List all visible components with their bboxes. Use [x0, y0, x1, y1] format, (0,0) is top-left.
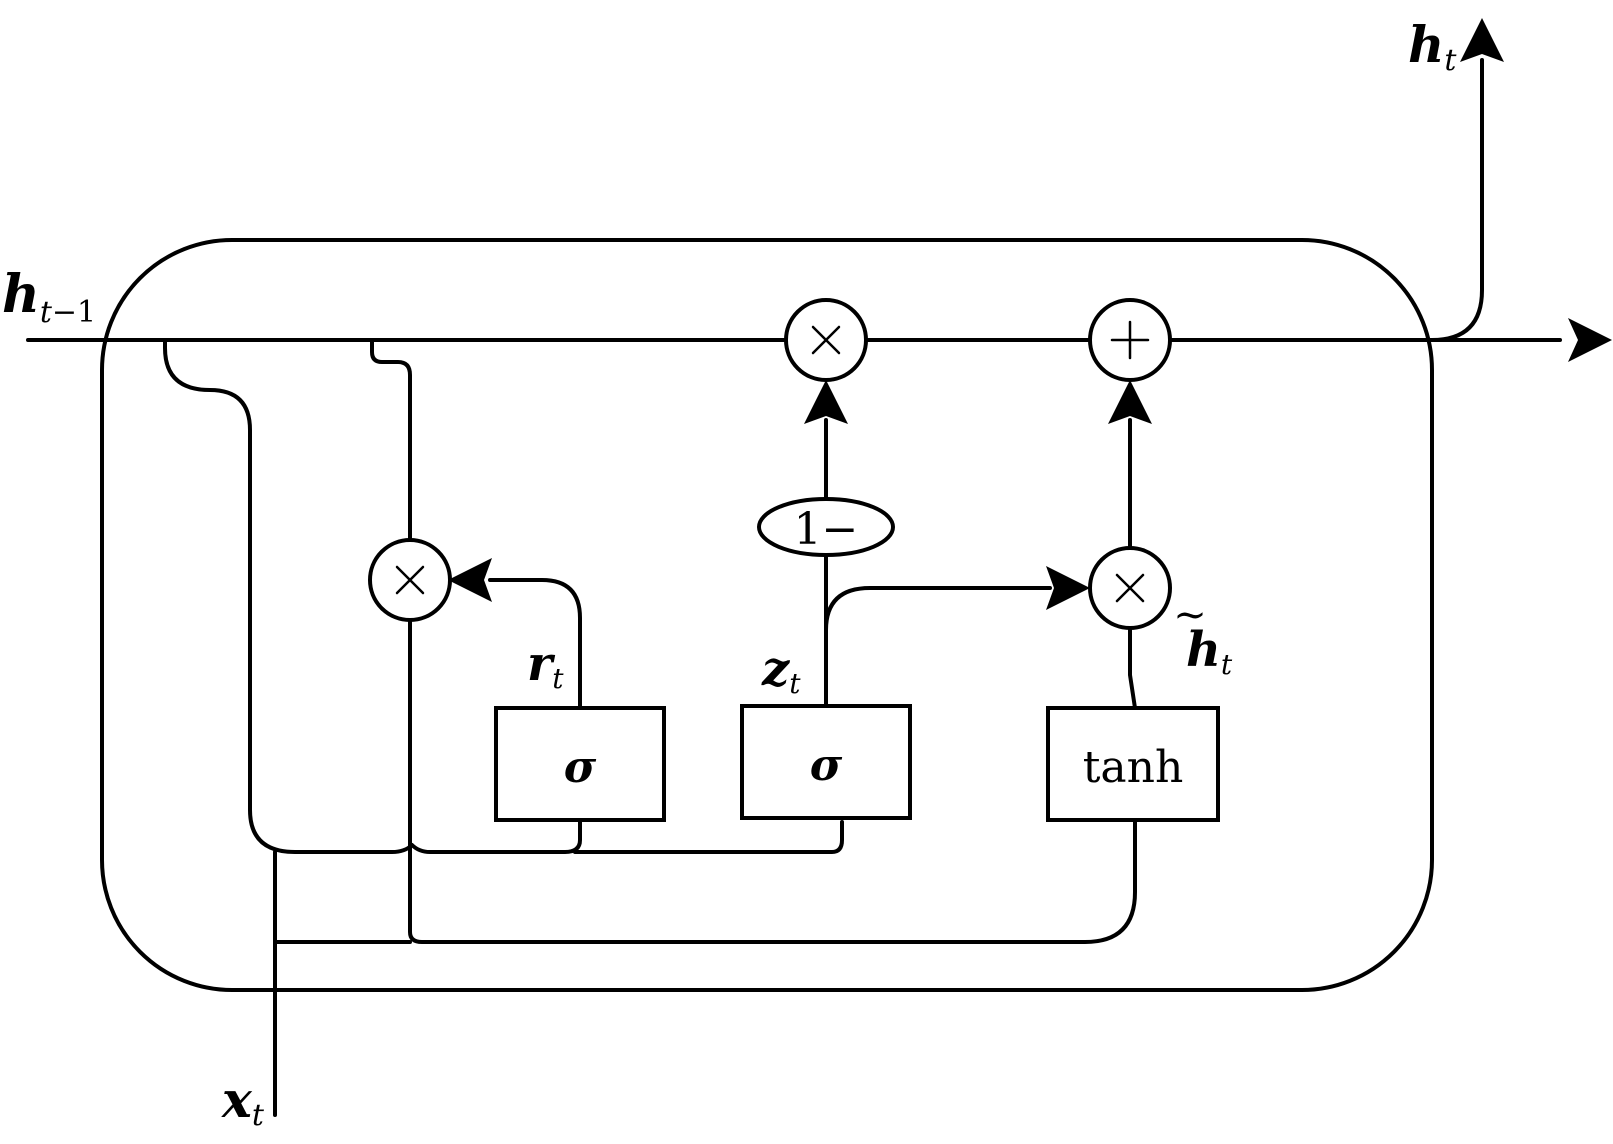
- reset-to-tanh-wire: [408, 618, 1137, 944]
- z-gate-label: zt: [761, 641, 801, 700]
- add-arrowhead: [1108, 380, 1152, 424]
- one-minus-arrowhead: [804, 380, 848, 424]
- h-prev-label: ht−1: [2, 264, 96, 330]
- reset-multiply-node: [368, 538, 452, 622]
- cell-boundary: [100, 238, 1434, 992]
- multiply-icon: [811, 325, 841, 355]
- tanh-to-candidate-multiply-wire: [1128, 626, 1137, 710]
- one-minus-label: 1−: [794, 504, 859, 555]
- z-to-candidate-arrowhead: [1046, 566, 1090, 610]
- tanh-block: tanh: [1046, 706, 1220, 822]
- output-branch-wire: [1430, 58, 1484, 342]
- z-to-candidate-multiply-wire: [824, 586, 1052, 632]
- r-gate-label: rt: [527, 636, 564, 695]
- h-prev-to-reset-multiply-wire: [370, 338, 412, 542]
- output-up-arrowhead: [1460, 18, 1504, 62]
- tanh-label: tanh: [1083, 742, 1184, 793]
- r-gate-wire: [488, 578, 582, 710]
- sigma-reset-label: σ: [564, 742, 597, 793]
- h-candidate-label: ht: [1186, 622, 1233, 681]
- gate-join-wire: [573, 820, 844, 854]
- update-multiply-node: [784, 298, 868, 382]
- plus-icon: [1110, 320, 1150, 360]
- h-candidate-tilde: ~: [1173, 592, 1207, 638]
- r-gate-arrowhead: [448, 558, 492, 602]
- sigma-update-block: σ: [740, 704, 912, 820]
- h-prev-to-gates-wire: [163, 338, 582, 854]
- multiply-icon: [395, 565, 425, 595]
- sigma-reset-block: σ: [494, 706, 666, 822]
- sigma-update-label: σ: [810, 740, 843, 791]
- candidate-multiply-node: [1088, 546, 1172, 630]
- multiply-icon: [1115, 573, 1145, 603]
- one-minus-node: 1−: [757, 497, 895, 557]
- output-arrowhead: [1568, 318, 1612, 362]
- add-node: [1088, 298, 1172, 382]
- h-out-label: ht: [1408, 15, 1457, 78]
- x-in-label: xt: [221, 1070, 265, 1133]
